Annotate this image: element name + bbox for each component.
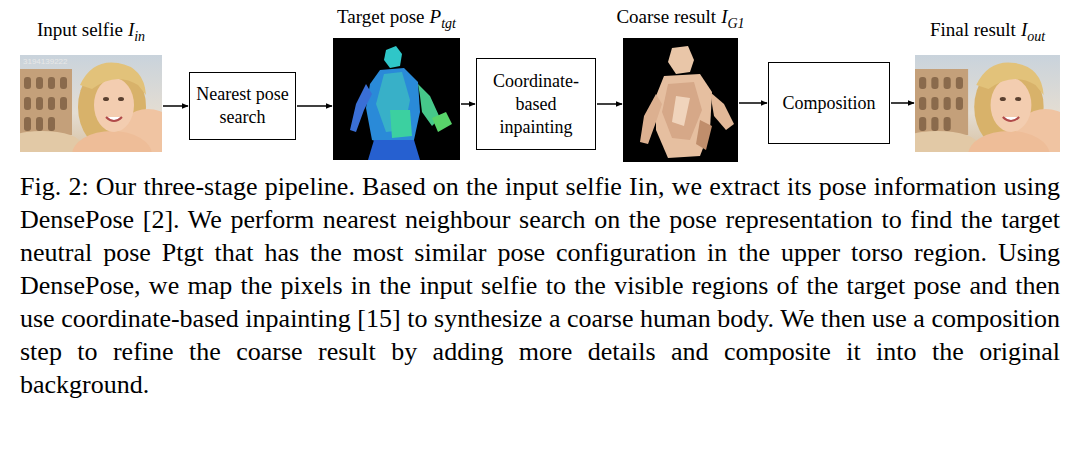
coarse-body [623, 38, 738, 162]
flow-arrow [597, 103, 622, 105]
process-box: Coordinate-based inpainting [476, 58, 596, 150]
figure-caption: Fig. 2: Our three-stage pipeline. Based … [20, 170, 1060, 401]
input-photo [2, 55, 178, 179]
heading-text: Coarse result [616, 6, 716, 27]
image-panel: Coarse resultIG1 [623, 38, 738, 162]
image-panel: Final resultIout [915, 55, 1060, 152]
flow-arrow [163, 105, 188, 107]
heading-text: Target pose [337, 6, 425, 27]
heading-text: Final result [930, 19, 1016, 40]
process-box: Composition [768, 62, 890, 144]
flow-arrow [297, 105, 332, 107]
math-symbol: I [721, 6, 727, 27]
math-symbol: I [1021, 19, 1027, 40]
watermark: 3194139222 [23, 57, 68, 66]
math-symbol: I [128, 19, 134, 40]
image-panel: Input selfieIin [20, 55, 162, 152]
panel-heading: Final resultIout [930, 19, 1045, 43]
process-box: Nearest pose search [189, 72, 296, 140]
panel-heading: Target posePtgt [337, 6, 456, 30]
math-subscript: G1 [727, 16, 744, 31]
heading-text: Input selfie [37, 19, 123, 40]
flow-arrow [891, 102, 914, 104]
flow-arrow [739, 102, 767, 104]
box-label: Composition [782, 92, 875, 115]
panel-heading: Coarse resultIG1 [616, 6, 744, 30]
box-label: Nearest pose search [196, 83, 289, 129]
panel-heading: Input selfieIin [37, 19, 145, 43]
pose-map [333, 38, 460, 160]
final-photo [897, 55, 1077, 179]
image-panel: Target posePtgt [333, 38, 460, 160]
math-symbol: P [430, 6, 442, 27]
math-subscript: out [1027, 29, 1045, 44]
math-subscript: in [134, 29, 145, 44]
math-subscript: tgt [441, 16, 456, 31]
flow-arrow [461, 103, 475, 105]
box-label: Coordinate-based inpainting [483, 70, 589, 139]
